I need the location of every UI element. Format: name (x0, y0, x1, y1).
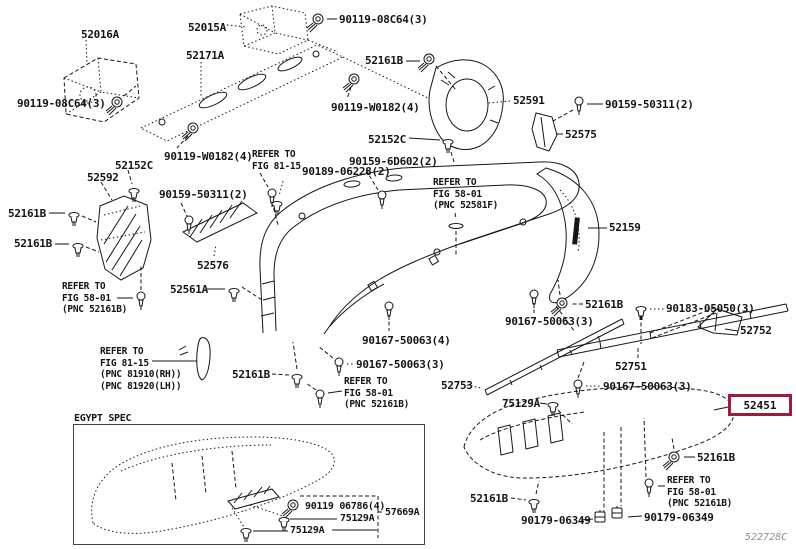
part-label-90119-08c64-2[interactable]: 90119-08C64(3) (17, 97, 106, 110)
clip-icon (271, 201, 283, 216)
clip-icon (72, 243, 84, 258)
part-label-52152c-2[interactable]: 52152C (368, 133, 406, 146)
refer-note-fig-81-15: REFER TO FIG 81-15 (252, 149, 301, 172)
part-label-52016a[interactable]: 52016A (81, 28, 119, 41)
part-drawing-bumper-cover (260, 162, 579, 334)
part-label-90119-08c64-1[interactable]: 90119-08C64(3) (339, 13, 428, 26)
part-label-90183-05050[interactable]: 90183-05050(3) (666, 302, 755, 315)
part-label-52152c-1[interactable]: 52152C (115, 159, 153, 172)
part-label-75129a-3[interactable]: 75129A (290, 525, 325, 536)
egypt-spec-box (73, 424, 425, 545)
part-label-52753[interactable]: 52753 (441, 379, 473, 392)
part-label-90179-06349-1[interactable]: 90179-06349 (521, 514, 591, 527)
part-label-90167-50063-3[interactable]: 90167-50063(3) (356, 358, 445, 371)
screw-icon (334, 357, 344, 377)
part-label-52161b-1[interactable]: 52161B (365, 54, 403, 67)
part-label-52575[interactable]: 52575 (565, 128, 597, 141)
part-label-52451[interactable]: 52451 (743, 398, 777, 412)
part-label-90119-w0182-2[interactable]: 90119-W0182(4) (164, 150, 253, 163)
part-label-57669a[interactable]: 57669A (385, 507, 420, 518)
part-label-52752[interactable]: 52752 (740, 324, 772, 337)
bolt-icon (306, 13, 324, 33)
part-label-52751[interactable]: 52751 (615, 360, 647, 373)
part-label-90119-w0182-1[interactable]: 90119-W0182(4) (331, 101, 420, 114)
part-label-90179-06349-2[interactable]: 90179-06349 (644, 511, 714, 524)
bolt-icon (417, 53, 435, 73)
part-label-75129a-1[interactable]: 75129A (502, 397, 540, 410)
screw-icon (644, 478, 654, 498)
screw-icon (377, 190, 387, 210)
part-label-52171a[interactable]: 52171A (186, 49, 224, 62)
refer-note-fig-81-15-rh-lh: REFER TO FIG 81-15 (PNC 81910(RH)) (PNC … (100, 346, 182, 392)
screw-icon (315, 389, 325, 409)
clip-icon (68, 212, 80, 227)
part-label-90167-50063-2[interactable]: 90167-50063(4) (362, 334, 451, 347)
part-drawing-52159 (537, 168, 607, 332)
part-label-52161b-3[interactable]: 52161B (14, 237, 52, 250)
screw-icon (573, 379, 583, 399)
part-label-75129a-2[interactable]: 75129A (340, 513, 375, 524)
egypt-spec-heading: EGYPT SPEC (74, 413, 132, 424)
part-drawing-52016a (64, 40, 139, 122)
part-label-52161b-7[interactable]: 52161B (470, 492, 508, 505)
part-label-52159[interactable]: 52159 (609, 221, 641, 234)
part-label-52161b-5[interactable]: 52161B (232, 368, 270, 381)
part-label-52161b-2[interactable]: 52161B (8, 207, 46, 220)
part-drawing-52753 (467, 319, 624, 395)
screw-icon (136, 291, 146, 311)
bolt-icon (550, 297, 568, 317)
part-label-90167-50063-4[interactable]: 90167-50063(3) (603, 380, 692, 393)
part-label-52592[interactable]: 52592 (87, 171, 119, 184)
part-label-90159-50311-2[interactable]: 90159-50311(2) (159, 188, 248, 201)
part-label-52015a[interactable]: 52015A (188, 21, 226, 34)
refer-note-52161b-right: REFER TO FIG 58-01 (PNC 52161B) (667, 475, 733, 509)
bolt-icon (105, 96, 123, 116)
part-drawing-52576 (181, 201, 257, 256)
refer-note-52581f: REFER TO FIG 58-01 (PNC 52581F) (433, 177, 499, 211)
part-drawing-52592 (49, 170, 151, 311)
part-drawing-52752 (650, 308, 742, 338)
bolt-icon (181, 122, 199, 142)
part-drawing-52171a (141, 40, 428, 141)
refer-note-52161b-left: REFER TO FIG 58-01 (PNC 52161B) (62, 281, 128, 315)
part-drawing-52591 (429, 60, 510, 150)
screw-icon (574, 96, 584, 116)
part-label-90119-06786[interactable]: 90119 06786(4) (305, 501, 386, 512)
clip-icon (594, 509, 606, 523)
clip-icon (528, 499, 540, 514)
screw-icon (184, 215, 194, 235)
part-label-52576[interactable]: 52576 (197, 259, 229, 272)
clip-icon (611, 505, 623, 519)
part-label-90167-50063-1[interactable]: 90167-50063(3) (505, 315, 594, 328)
clip-icon (228, 288, 240, 303)
part-drawing-52751 (557, 304, 788, 358)
part-label-90159-50311-1[interactable]: 90159-50311(2) (605, 98, 694, 111)
selected-part-highlight[interactable]: 52451 (728, 394, 792, 416)
part-label-52161b-4[interactable]: 52161B (585, 298, 623, 311)
refer-note-52161b-center: REFER TO FIG 58-01 (PNC 52161B) (344, 376, 410, 410)
bolt-icon (342, 73, 360, 93)
part-drawing-side-seal (152, 338, 210, 380)
part-label-52591[interactable]: 52591 (513, 94, 545, 107)
part-label-90189-06228[interactable]: 90189-06228(2) (302, 165, 391, 178)
part-label-52161b-6[interactable]: 52161B (697, 451, 735, 464)
clip-icon (291, 374, 303, 389)
part-drawing-52015a (227, 6, 308, 54)
part-drawing-egypt-protector (92, 437, 383, 543)
part-drawing-52575 (532, 113, 563, 151)
figure-code-watermark: 522728C (745, 532, 788, 543)
part-label-52561a[interactable]: 52561A (170, 283, 208, 296)
part-label-90159-6d602[interactable]: 90159-6D602(2) (349, 155, 438, 168)
